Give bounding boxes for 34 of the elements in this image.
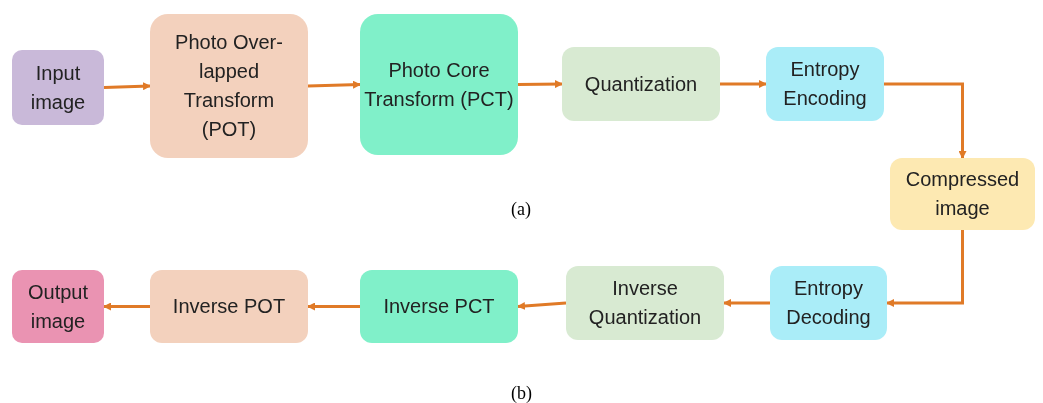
process-box — [562, 47, 720, 121]
arrow — [307, 302, 360, 311]
process-box — [890, 158, 1035, 230]
arrow — [517, 301, 567, 310]
process-box — [566, 266, 724, 340]
panel-label: (a) — [511, 198, 531, 221]
process-box — [766, 47, 884, 121]
process-box — [770, 266, 887, 340]
arrow — [723, 299, 770, 307]
arrow — [518, 80, 563, 89]
arrow — [103, 82, 151, 91]
panel-label: (b) — [511, 382, 532, 403]
box-label: Input image — [29, 60, 87, 115]
box-label: Inverse POT — [172, 294, 286, 319]
arrow — [886, 230, 964, 307]
box-label: Photo Core Transform (PCT) — [364, 57, 514, 112]
process-box — [360, 270, 518, 343]
box-label: Inverse Quantization — [587, 276, 703, 330]
arrow — [720, 80, 767, 88]
process-box — [150, 14, 308, 158]
process-box — [360, 14, 518, 155]
box-label: Output image — [26, 279, 89, 334]
arrow — [307, 80, 361, 89]
box-label: Inverse PCT — [383, 294, 495, 319]
box-label: Entropy Decoding — [785, 276, 872, 330]
process-box — [12, 50, 104, 125]
process-box — [12, 270, 104, 343]
process-box — [150, 270, 308, 343]
arrow — [103, 302, 150, 311]
box-label: Quantization — [584, 71, 698, 97]
box-label: Compressed image — [904, 167, 1021, 221]
box-label: Photo Over-lapped Transform (POT) — [174, 30, 284, 142]
box-label: Entropy Encoding — [782, 57, 868, 111]
arrow — [884, 82, 967, 159]
